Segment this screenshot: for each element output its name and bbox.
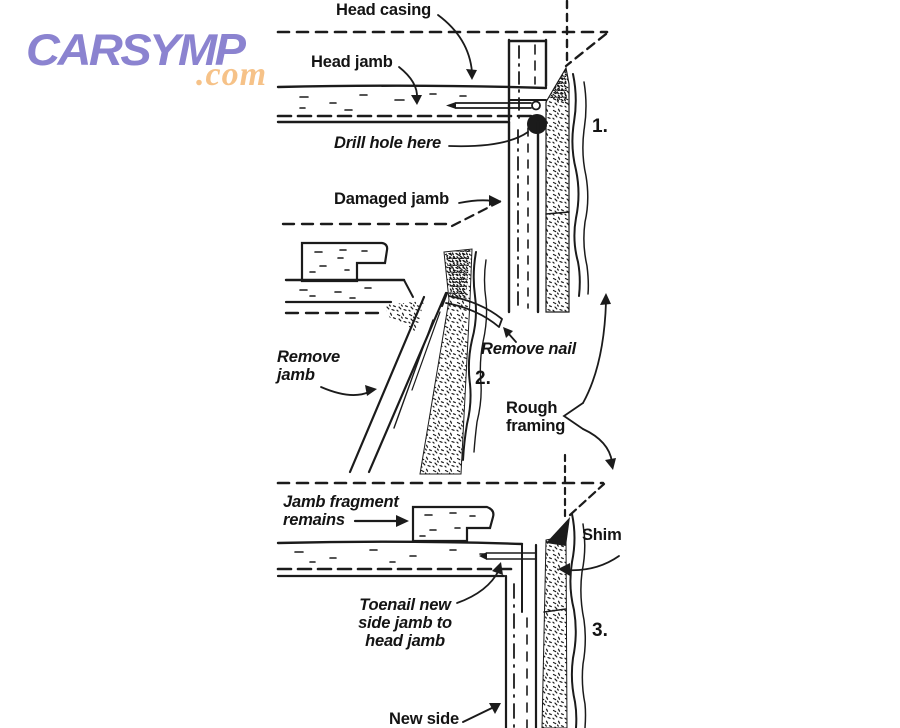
framing-wavy-edge [580, 523, 587, 728]
new-side-arrowhead [489, 703, 501, 714]
head-casing-label: Head casing [336, 1, 432, 19]
shim-texture [541, 535, 568, 728]
toenail [486, 552, 537, 560]
framing-wavy-edge [473, 259, 488, 453]
toenail-tip [479, 552, 487, 560]
remove-nail-label: Remove nail [481, 340, 577, 358]
remove-nail-arrowhead [503, 327, 513, 338]
remove-jamb-leader-arrow [320, 386, 370, 396]
framing-wavy-edge [582, 81, 590, 295]
shim-leader-arrow [565, 555, 620, 572]
jamb-fragment-block [411, 505, 495, 543]
rough-framing-up-arrow [582, 301, 607, 404]
drill-hole-leader-line [448, 131, 529, 148]
brand-tld: .com [196, 56, 268, 93]
removed-jamb-board [348, 291, 448, 474]
cutaway-dashed [564, 32, 608, 68]
framing-wavy-edge [571, 73, 581, 297]
new-side-jamb-board [504, 543, 538, 728]
wood-speckles [299, 93, 467, 111]
board-end-cut [403, 279, 414, 298]
step1-illustration [276, 0, 609, 314]
step-3-number: 3. [592, 620, 608, 641]
jamb-grain [411, 311, 441, 391]
rough-framing-bracket [562, 402, 584, 430]
wood-speckles [299, 287, 372, 299]
remove-jamb-arrowhead [365, 385, 377, 396]
head-jamb-arrowhead [411, 95, 422, 105]
head-jamb-top-edge [276, 540, 524, 546]
rough-framing-down-arrow [582, 428, 613, 463]
step-2-number: 2. [475, 368, 491, 389]
head-jamb-leader-arrow [398, 66, 418, 99]
nail-head [531, 100, 541, 111]
toenail-leader-arrow [456, 569, 500, 604]
wood-speckles [419, 512, 476, 537]
shim-arrowhead [558, 563, 570, 576]
jamb-grain [393, 319, 434, 429]
head-casing-leader-arrow [437, 14, 473, 73]
bent-nail [445, 295, 503, 328]
rough-framing-texture-dark [549, 68, 567, 104]
step3-illustration [276, 453, 620, 728]
toenail-label: Toenail new side jamb to head jamb [358, 596, 452, 650]
head-casing-arrowhead [466, 69, 477, 80]
drill-hole-label: Drill hole here [334, 134, 442, 152]
step-1-number: 1. [592, 116, 608, 137]
shim-break-line [543, 608, 567, 613]
damaged-jamb-leader-arrow [458, 199, 493, 204]
opening-dashed-diagonal [450, 197, 507, 228]
rough-framing-down-arrowhead [605, 458, 616, 470]
rough-framing-up-arrowhead [600, 293, 611, 305]
rough-framing-texture [545, 66, 570, 313]
cutaway-dashed [568, 482, 606, 517]
jamb-fragment-label: Jamb fragment remains [283, 493, 399, 529]
damaged-jamb-arrowhead [489, 195, 501, 206]
step2-illustration [281, 197, 616, 475]
head-casing-top-edge [276, 84, 548, 90]
side-casing-board [507, 38, 548, 122]
shim-label: Shim [582, 526, 622, 544]
casing-block [300, 241, 389, 283]
head-jamb-label: Head jamb [311, 53, 393, 71]
rough-framing-texture-dark [446, 250, 470, 298]
framing-wavy-edge [462, 251, 477, 461]
debris-texture [384, 301, 424, 332]
toenail-arrowhead [492, 562, 503, 575]
jamb-fragment-arrowhead [396, 515, 409, 527]
rough-framing-label: Rough framing [506, 399, 566, 435]
wood-speckles [309, 249, 368, 273]
nail [455, 102, 532, 109]
brand-watermark: CARSYMP .com [26, 22, 286, 93]
framing-break-line [545, 211, 570, 215]
damaged-jamb-label: Damaged jamb [334, 190, 449, 208]
new-side-label: New side [389, 710, 459, 728]
nail-tip [446, 102, 456, 109]
brand-wordmark: CARSYMP [26, 24, 246, 75]
wood-speckles [294, 549, 486, 563]
new-side-leader-arrow [462, 706, 495, 723]
remove-jamb-label: Remove jamb [277, 348, 340, 384]
bent-nail-head [440, 291, 449, 308]
framing-wavy-edge [569, 513, 578, 728]
damaged-jamb-board [507, 120, 540, 314]
